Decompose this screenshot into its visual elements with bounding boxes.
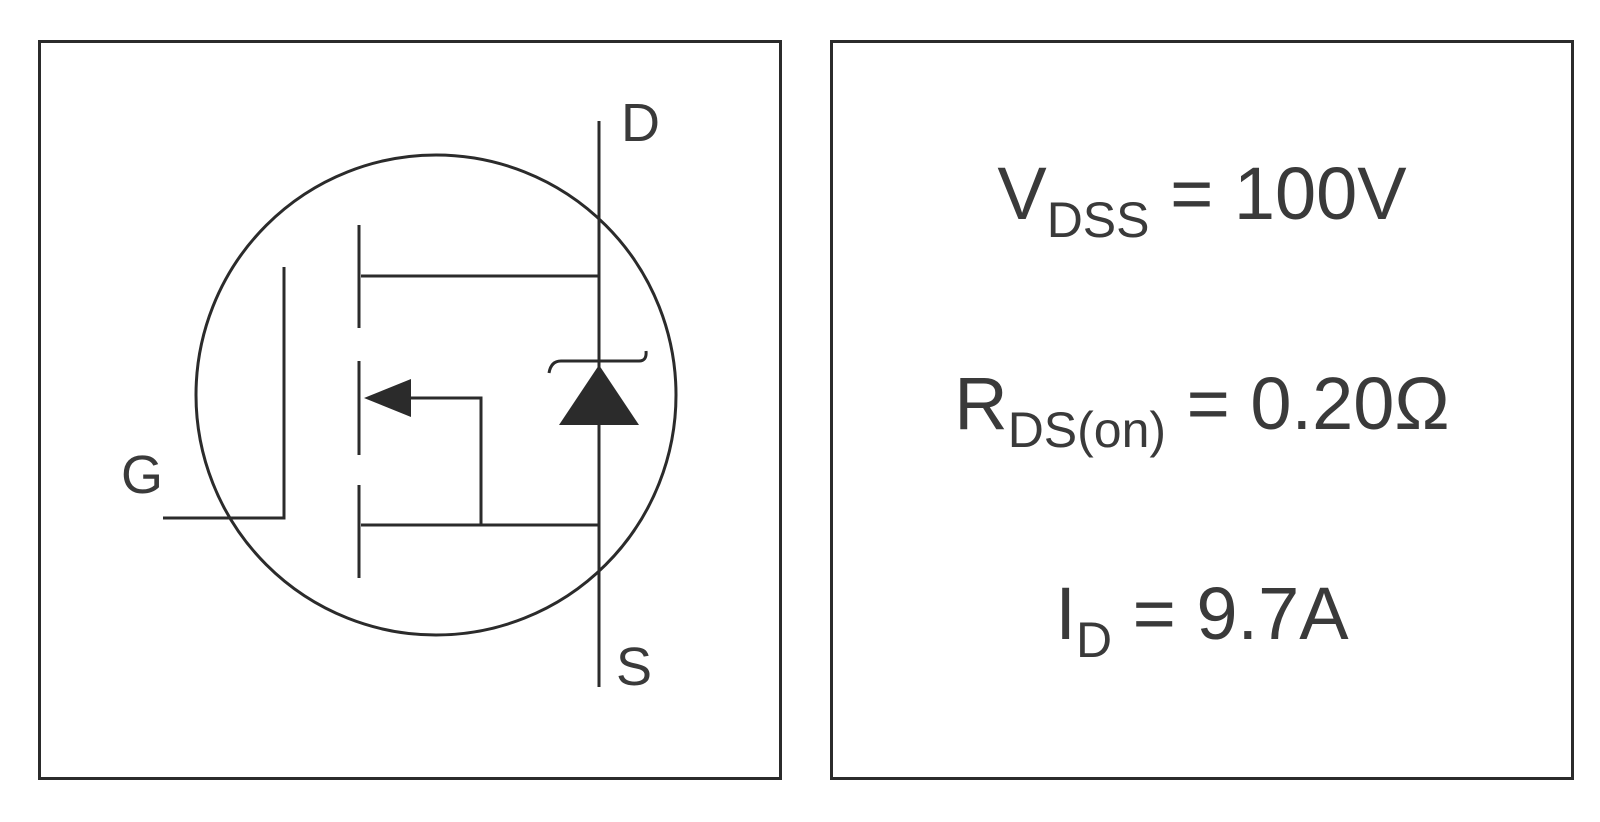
drain-pin-label: D bbox=[621, 93, 660, 153]
mosfet-symbol: D G S bbox=[121, 93, 678, 697]
zener-diode-triangle bbox=[559, 365, 639, 425]
source-pin-label: S bbox=[616, 637, 652, 697]
specifications-panel: VDSS = 100V RDS(on) = 0.20Ω ID = 9.7A bbox=[830, 40, 1574, 780]
rds-on-symbol: R bbox=[954, 362, 1008, 445]
vdss-spec: VDSS = 100V bbox=[833, 151, 1571, 245]
body-arrow bbox=[364, 379, 411, 417]
rds-on-subscript: DS(on) bbox=[1007, 402, 1167, 458]
vdss-subscript: DSS bbox=[1046, 192, 1150, 248]
gate-pin-label: G bbox=[121, 445, 163, 505]
gate-lead bbox=[163, 267, 286, 520]
zener-diode-cathode bbox=[547, 350, 648, 374]
drain-current-subscript: D bbox=[1075, 612, 1113, 668]
drain-current-value: = 9.7A bbox=[1132, 572, 1349, 655]
drain-current-symbol: I bbox=[1055, 572, 1076, 655]
rds-on-spec: RDS(on) = 0.20Ω bbox=[833, 361, 1571, 455]
vdss-symbol: V bbox=[997, 152, 1047, 235]
mosfet-envelope-circle bbox=[194, 153, 678, 637]
drain-current-spec: ID = 9.7A bbox=[833, 571, 1571, 665]
body-connection bbox=[411, 396, 483, 525]
vdss-value: = 100V bbox=[1170, 152, 1407, 235]
rds-on-value: = 0.20Ω bbox=[1186, 362, 1450, 445]
mosfet-symbol-panel: D G S bbox=[38, 40, 782, 780]
